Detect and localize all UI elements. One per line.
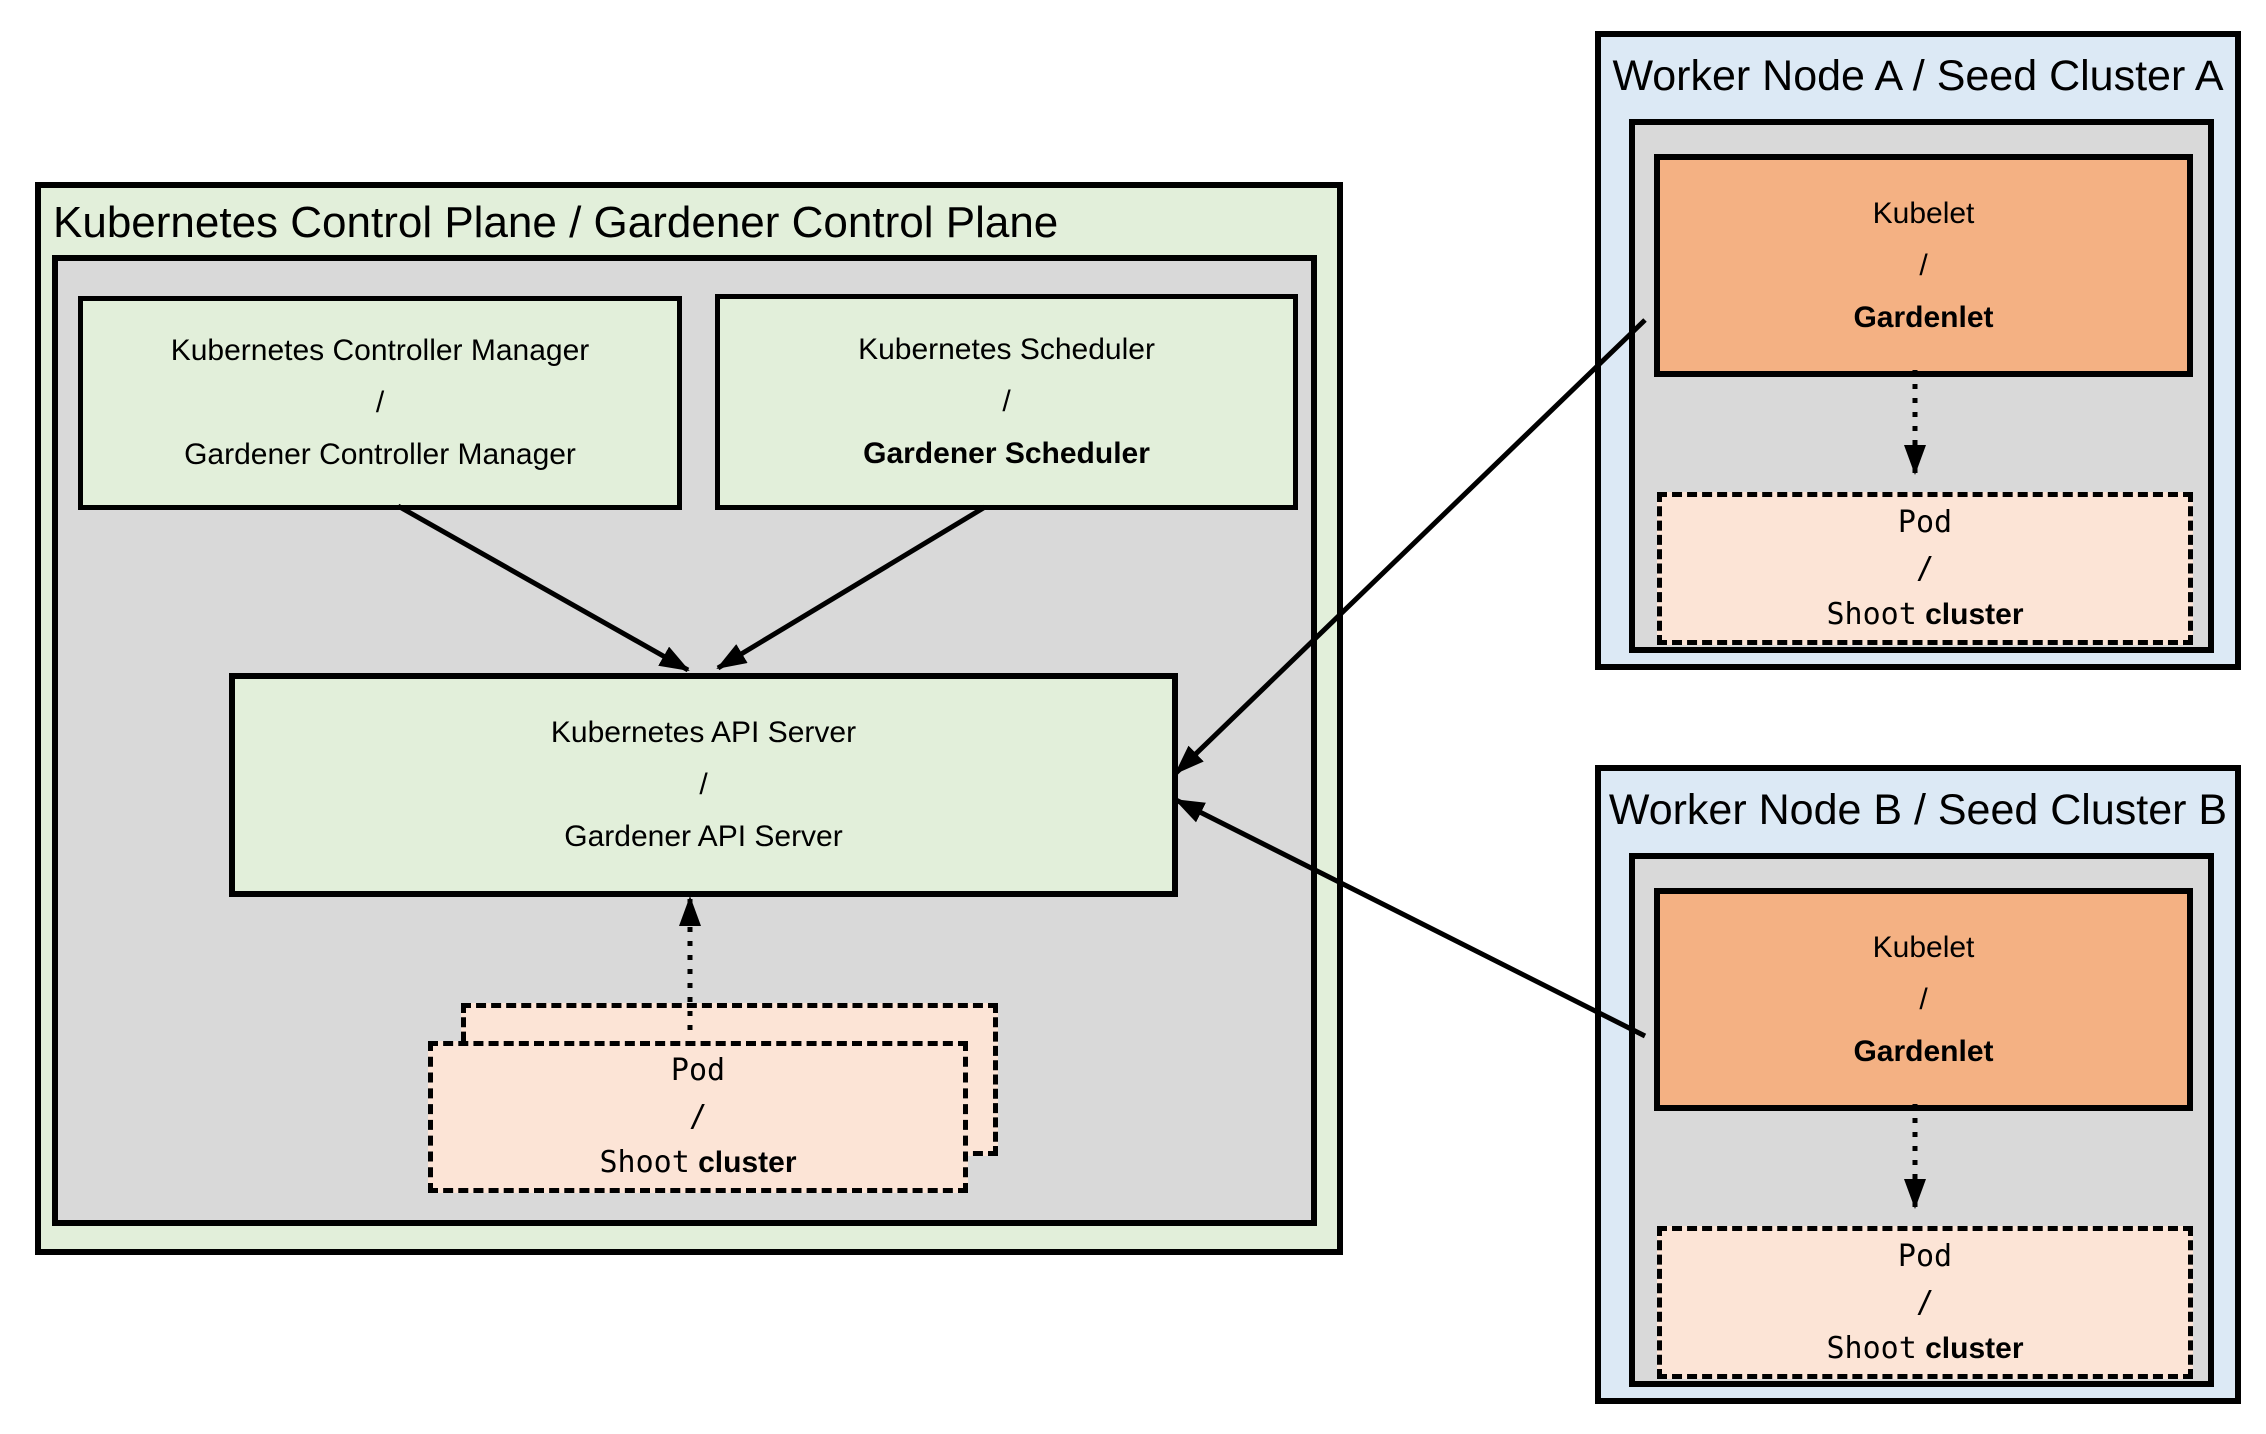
scheduler-slash: / [1002,385,1011,418]
pod-stack-slash: / [688,1099,708,1134]
pod-a-slash: / [1915,550,1935,586]
kubelet-b-slash: / [1919,982,1928,1016]
control-plane-box: Kubernetes Control Plane / Gardener Cont… [35,182,1343,1255]
controller-manager-label: Kubernetes Controller Manager / Gardener… [83,301,677,505]
pod-stack-shoot-text: Shoot [599,1145,690,1180]
worker-node-a-inner: Kubelet / Gardenlet Pod / Shoot cluster [1629,119,2214,653]
pod-b-line-pod: Pod [1897,1238,1953,1274]
pod-a-line-shoot-cluster: Shoot cluster [1826,592,2023,638]
api-server-line-bottom: Gardener API Server [564,820,843,853]
pod-b-line-shoot-cluster: Shoot cluster [1826,1326,2023,1372]
pod-a-shoot-text: Shoot [1826,596,1917,632]
kubelet-b-label: Kubelet / Gardenlet [1660,894,2187,1105]
worker-node-b-inner: Kubelet / Gardenlet Pod / Shoot cluster [1629,853,2214,1387]
pod-stack-cluster-text: cluster [698,1146,797,1179]
controller-manager-slash: / [375,386,385,419]
worker-node-b-title: Worker Node B / Seed Cluster B [1608,786,2228,834]
pod-a-box: Pod / Shoot cluster [1657,492,2193,645]
pod-b-shoot-text: Shoot [1826,1330,1917,1366]
kubelet-b-box: Kubelet / Gardenlet [1654,888,2193,1111]
controller-manager-line-top: Kubernetes Controller Manager [170,334,590,367]
pod-a-label: Pod / Shoot cluster [1662,497,2188,640]
kubelet-b-line-top: Kubelet [1872,930,1975,964]
control-plane-inner: Kubernetes Controller Manager / Gardener… [52,255,1317,1226]
worker-node-a-title: Worker Node A / Seed Cluster A [1612,52,2224,100]
kubelet-a-line-top: Kubelet [1872,196,1975,230]
control-plane-title: Kubernetes Control Plane / Gardener Cont… [53,198,1059,247]
pod-a-cluster-text: cluster [1925,597,2024,631]
scheduler-line-bottom: Gardener Scheduler [863,437,1150,470]
controller-manager-box: Kubernetes Controller Manager / Gardener… [78,296,682,510]
kubelet-b-line-bottom: Gardenlet [1853,1034,1994,1068]
pod-b-box: Pod / Shoot cluster [1657,1226,2193,1379]
worker-node-b-box: Worker Node B / Seed Cluster B Kubelet /… [1595,765,2241,1404]
pod-a-line-pod: Pod [1897,504,1953,540]
scheduler-box: Kubernetes Scheduler / Gardener Schedule… [715,294,1298,510]
pod-stack-label: Pod / Shoot cluster [433,1046,963,1188]
pod-b-label: Pod / Shoot cluster [1662,1231,2188,1374]
pod-stack-front-box: Pod / Shoot cluster [428,1041,968,1193]
pod-b-slash: / [1915,1284,1935,1320]
api-server-label: Kubernetes API Server / Gardener API Ser… [235,679,1172,891]
api-server-slash: / [699,768,708,801]
scheduler-label: Kubernetes Scheduler / Gardener Schedule… [720,299,1293,505]
controller-manager-line-bottom: Gardener Controller Manager [184,438,576,471]
kubelet-a-slash: / [1919,248,1928,282]
worker-node-a-box: Worker Node A / Seed Cluster A Kubelet /… [1595,31,2241,670]
pod-stack-line-shoot-cluster: Shoot cluster [599,1140,796,1186]
pod-b-cluster-text: cluster [1925,1331,2024,1365]
scheduler-line-top: Kubernetes Scheduler [858,333,1155,366]
kubelet-a-box: Kubelet / Gardenlet [1654,154,2193,377]
api-server-line-top: Kubernetes API Server [550,716,857,749]
pod-stack-line-pod: Pod [670,1053,726,1088]
api-server-box: Kubernetes API Server / Gardener API Ser… [229,673,1178,897]
kubelet-a-label: Kubelet / Gardenlet [1660,160,2187,371]
kubelet-a-line-bottom: Gardenlet [1853,300,1994,334]
